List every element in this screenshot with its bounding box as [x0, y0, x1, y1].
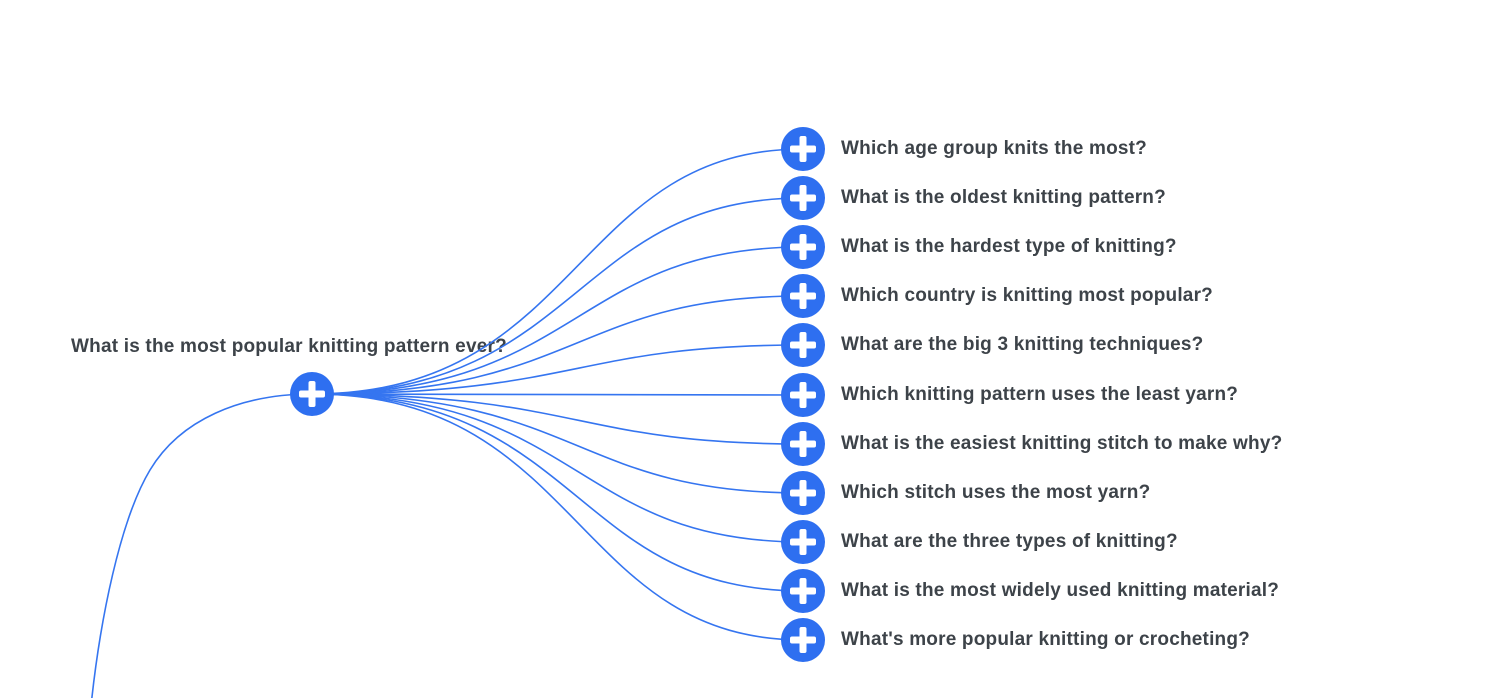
child-expand-button[interactable]: [781, 373, 825, 417]
child-edge: [311, 393, 804, 543]
child-question-label: What are the big 3 knitting techniques?: [841, 334, 1204, 355]
child-question-label: Which knitting pattern uses the least ya…: [841, 384, 1239, 405]
plus-icon: [299, 381, 325, 407]
root-question-label: What is the most popular knitting patter…: [71, 336, 507, 357]
child-question-label: What is the most widely used knitting ma…: [841, 580, 1280, 601]
child-edge: [311, 393, 804, 445]
child-edge: [311, 246, 804, 395]
child-question-label: What is the oldest knitting pattern?: [841, 187, 1166, 208]
plus-icon: [790, 578, 816, 604]
plus-icon: [790, 332, 816, 358]
child-question-label: What is the hardest type of knitting?: [841, 236, 1177, 257]
child-edge: [311, 393, 804, 641]
child-expand-button[interactable]: [781, 323, 825, 367]
plus-icon: [790, 136, 816, 162]
child-expand-button[interactable]: [781, 176, 825, 220]
plus-icon: [790, 382, 816, 408]
child-question-label: What is the easiest knitting stitch to m…: [841, 433, 1283, 454]
child-expand-button[interactable]: [781, 422, 825, 466]
plus-icon: [790, 283, 816, 309]
child-expand-button[interactable]: [781, 618, 825, 662]
plus-icon: [790, 185, 816, 211]
child-edge: [311, 393, 804, 494]
child-question-label: Which country is knitting most popular?: [841, 285, 1213, 306]
edge-group: [91, 148, 804, 698]
plus-icon: [790, 529, 816, 555]
child-question-label: What's more popular knitting or crocheti…: [841, 629, 1250, 650]
child-question-label: Which age group knits the most?: [841, 138, 1147, 159]
plus-icon: [790, 627, 816, 653]
child-question-label: Which stitch uses the most yarn?: [841, 482, 1151, 503]
child-expand-button[interactable]: [781, 274, 825, 318]
child-expand-button[interactable]: [781, 225, 825, 269]
child-edge: [311, 393, 804, 396]
plus-icon: [790, 234, 816, 260]
child-edge: [311, 393, 804, 592]
child-expand-button[interactable]: [781, 127, 825, 171]
plus-icon: [790, 431, 816, 457]
child-expand-button[interactable]: [781, 520, 825, 564]
parent-edge: [91, 393, 313, 698]
root-expand-button[interactable]: [290, 372, 334, 416]
child-question-label: What are the three types of knitting?: [841, 531, 1178, 552]
plus-icon: [790, 480, 816, 506]
child-expand-button[interactable]: [781, 471, 825, 515]
child-expand-button[interactable]: [781, 569, 825, 613]
child-edge: [311, 197, 804, 395]
